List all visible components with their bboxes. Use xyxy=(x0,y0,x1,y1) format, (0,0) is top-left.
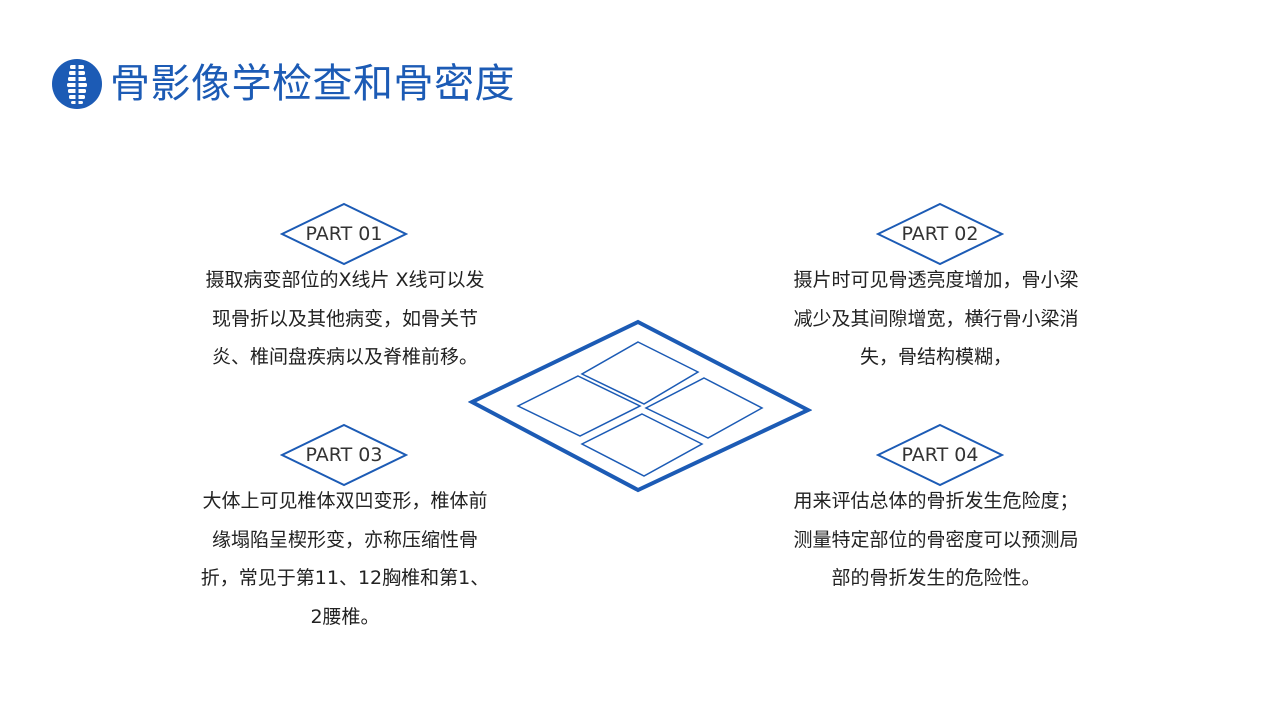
part-01-label: PART 01 xyxy=(305,223,383,245)
diamond-grid-icon xyxy=(467,318,813,494)
diamond-outline-icon xyxy=(280,202,408,266)
page-title: 骨影像学检查和骨密度 xyxy=(110,61,515,107)
part-02-label: PART 02 xyxy=(901,223,979,245)
part-04-text: 用来评估总体的骨折发生危险度；测量特定部位的骨密度可以预测局部的骨折发生的危险性… xyxy=(793,490,1079,589)
part-02-text: 摄片时可见骨透亮度增加，骨小梁减少及其间隙增宽，横行骨小梁消失，骨结构模糊， xyxy=(793,269,1079,368)
part-04-badge: PART 04 xyxy=(876,423,1004,487)
part-03-label: PART 03 xyxy=(305,444,383,466)
part-03-badge: PART 03 xyxy=(280,423,408,487)
diamond-outline-icon xyxy=(876,423,1004,487)
part-03-text: 大体上可见椎体双凹变形，椎体前缘塌陷呈楔形变，亦称压缩性骨折，常见于第11、12… xyxy=(200,490,490,628)
part-04-label: PART 04 xyxy=(901,444,979,466)
part-02-badge: PART 02 xyxy=(876,202,1004,266)
part-01-text: 摄取病变部位的X线片 X线可以发现骨折以及其他病变，如骨关节炎、椎间盘疾病以及脊… xyxy=(205,269,485,368)
diamond-outline-icon xyxy=(280,423,408,487)
part-01-badge: PART 01 xyxy=(280,202,408,266)
diamond-outline-icon xyxy=(876,202,1004,266)
spine-icon xyxy=(51,58,103,110)
